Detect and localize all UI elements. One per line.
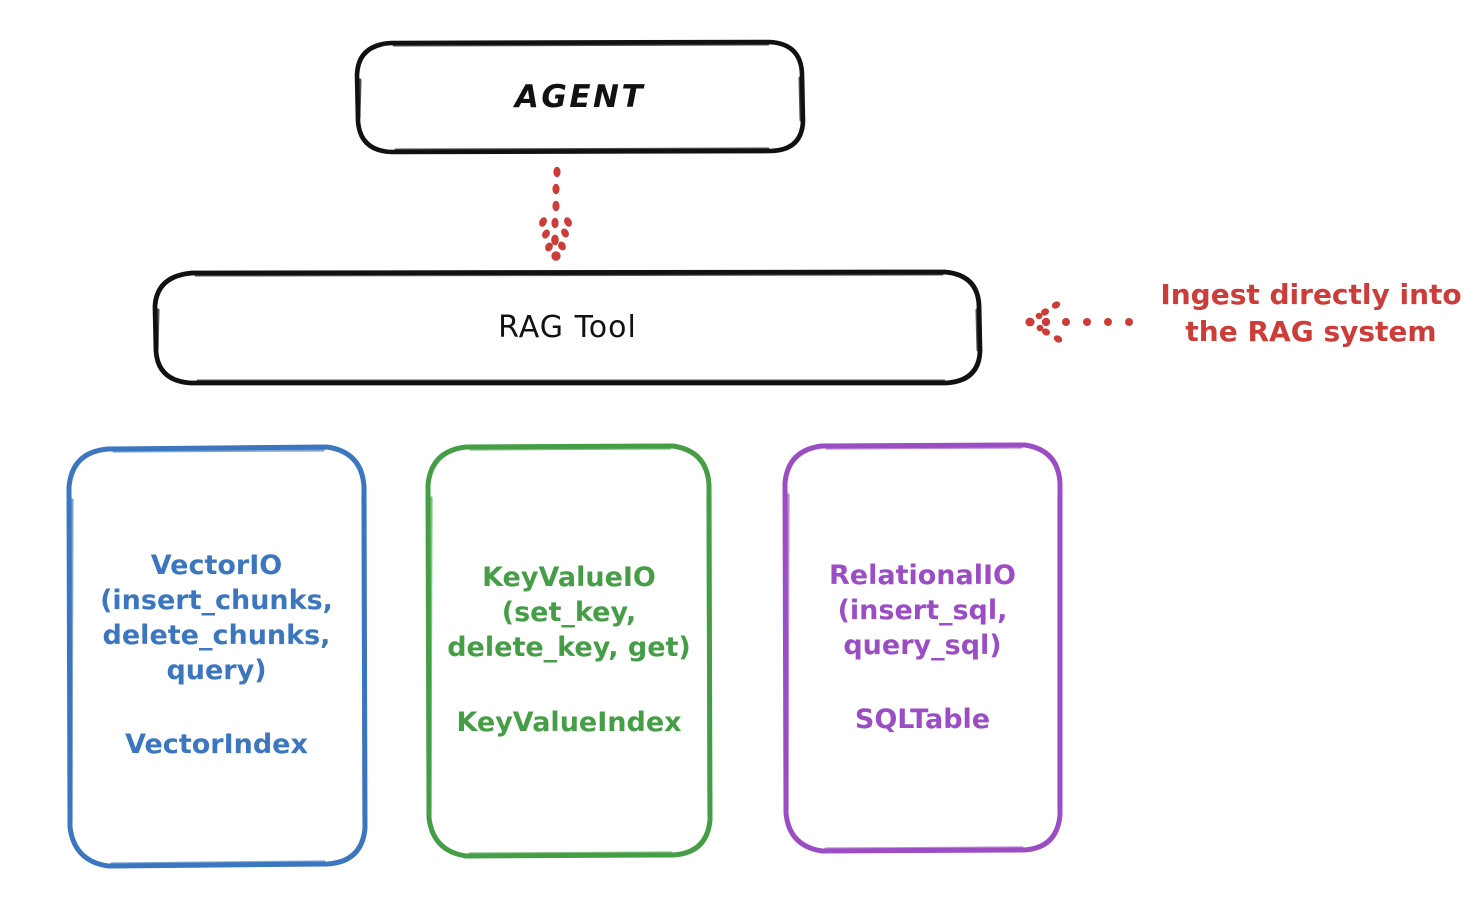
agent-box-overdraw [357,42,803,152]
connector-annotation-arrow [1025,301,1133,343]
node-rag-tool[interactable] [152,269,983,386]
agent-box-outline [354,39,806,155]
vector-io-box-overdraw [69,448,366,866]
relational-io-box-overdraw [785,445,1061,851]
node-relational-io[interactable] [782,442,1063,854]
key-value-io-box-outline [425,443,713,859]
node-agent[interactable] [354,39,806,155]
key-value-io-box-overdraw [428,446,711,856]
relational-io-box-outline [782,442,1063,854]
node-key-value-io[interactable] [425,443,713,859]
rag-tool-box-overdraw [155,272,980,383]
connector-agent-to-rag [539,166,572,261]
vector-io-box-outline [66,444,368,869]
node-vector-io[interactable] [66,444,368,869]
rag-tool-box-outline [152,269,983,386]
